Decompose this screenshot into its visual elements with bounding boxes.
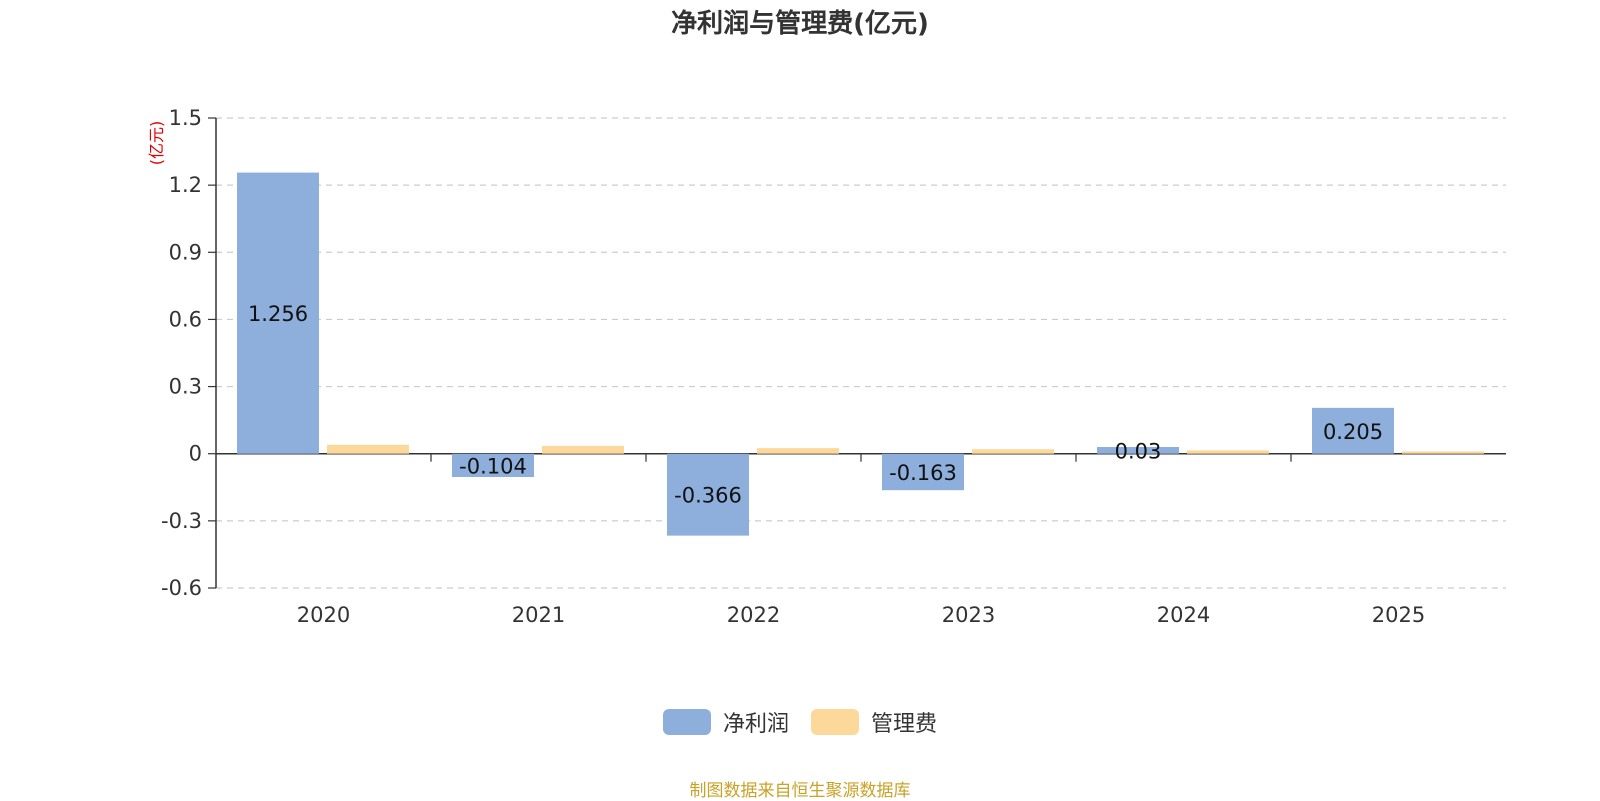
data-label-net-profit: 0.205 — [1323, 420, 1383, 444]
bar-net-profit — [1312, 407, 1394, 454]
y-tick-label: 1.5 — [169, 106, 202, 130]
legend-item-net-profit[interactable]: 净利润 — [662, 706, 789, 738]
bar-net-profit — [667, 453, 749, 536]
chart-legend: 净利润 管理费 — [0, 706, 1600, 738]
bar-net-profit — [452, 453, 534, 477]
y-tick-label: -0.6 — [161, 576, 202, 600]
bar-net-profit — [237, 172, 319, 454]
x-tick-label: 2024 — [1157, 603, 1210, 627]
y-tick-label: 0 — [189, 442, 202, 466]
y-axis-label: (亿元) — [147, 121, 166, 166]
data-label-net-profit: -0.366 — [674, 484, 742, 508]
x-tick-label: 2021 — [512, 603, 565, 627]
bar-net-profit — [882, 453, 964, 491]
data-label-net-profit: -0.104 — [459, 454, 527, 478]
y-tick-label: 0.3 — [169, 375, 202, 399]
bar-admin-expense — [972, 449, 1054, 454]
y-tick-label: -0.3 — [161, 509, 202, 533]
x-tick-label: 2025 — [1372, 603, 1425, 627]
legend-label-admin-expense: 管理费 — [871, 712, 938, 737]
x-tick-label: 2023 — [942, 603, 995, 627]
data-label-net-profit: -0.163 — [889, 461, 957, 485]
data-label-net-profit: 0.03 — [1115, 439, 1162, 463]
bar-admin-expense — [327, 444, 409, 454]
y-tick-label: 1.2 — [169, 173, 202, 197]
legend-swatch-admin-expense — [811, 709, 859, 735]
legend-swatch-net-profit — [662, 709, 711, 735]
bar-admin-expense — [1187, 450, 1269, 454]
y-tick-label: 0.9 — [169, 240, 202, 264]
x-tick-label: 2022 — [727, 603, 780, 627]
bar-net-profit — [1097, 447, 1179, 454]
legend-label-net-profit: 净利润 — [722, 712, 789, 737]
y-tick-label: 0.6 — [169, 307, 202, 331]
bar-admin-expense — [757, 448, 839, 454]
data-label-net-profit: 1.256 — [248, 302, 308, 326]
x-tick-label: 2020 — [297, 603, 350, 627]
chart-title: 净利润与管理费(亿元) — [671, 9, 929, 39]
legend-item-admin-expense[interactable]: 管理费 — [811, 706, 937, 738]
bar-admin-expense — [542, 445, 624, 454]
bar-admin-expense — [1402, 451, 1484, 454]
source-note: 制图数据来自恒生聚源数据库 — [689, 781, 911, 801]
